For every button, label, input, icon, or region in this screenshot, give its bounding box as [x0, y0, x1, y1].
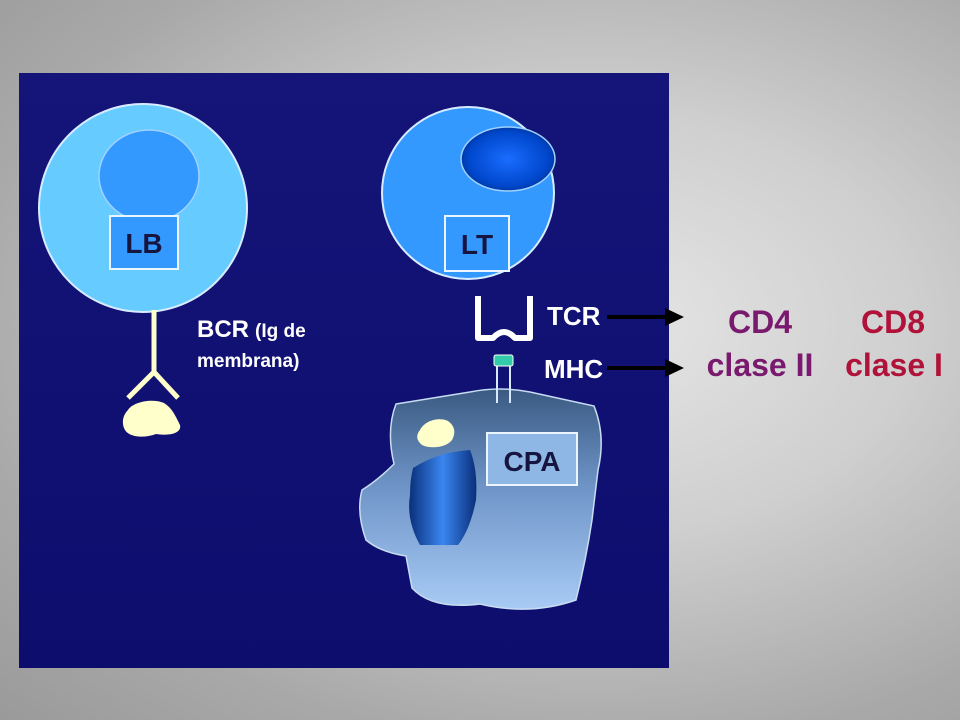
cd8-label: CD8: [861, 304, 925, 340]
lb-label-box: [109, 215, 179, 270]
lb-nucleus: [98, 129, 200, 223]
bcr-receptor: [126, 310, 180, 400]
lt-label: LT: [461, 229, 493, 260]
tcr-receptor: [475, 296, 533, 341]
bcr-label: BCR(Ig de: [197, 316, 306, 343]
cd8-mhc-class: clase I: [845, 347, 943, 383]
mhc-molecule: [493, 354, 514, 403]
lb-cell: LB: [38, 103, 248, 313]
tcr-label: TCR: [547, 301, 601, 331]
mhc-peptide: [493, 354, 514, 367]
cpa-label: CPA: [503, 446, 560, 477]
mhc-label: MHC: [544, 354, 603, 384]
tcr-arrow: [607, 308, 684, 326]
lt-label-box: [444, 215, 510, 272]
lt-nucleus: [460, 126, 556, 192]
cpa-label-box: [486, 432, 578, 486]
antigen-b: [122, 400, 181, 437]
cd4-label: CD4: [728, 304, 792, 340]
bcr-label-sub: membrana): [197, 351, 299, 372]
antigen-cpa: [417, 419, 455, 448]
cpa-nucleus: [409, 450, 477, 545]
mhc-arrow: [607, 359, 684, 377]
lb-label: LB: [125, 228, 162, 259]
lt-cell: LT: [381, 106, 556, 280]
cd4-mhc-class: clase II: [707, 347, 814, 383]
